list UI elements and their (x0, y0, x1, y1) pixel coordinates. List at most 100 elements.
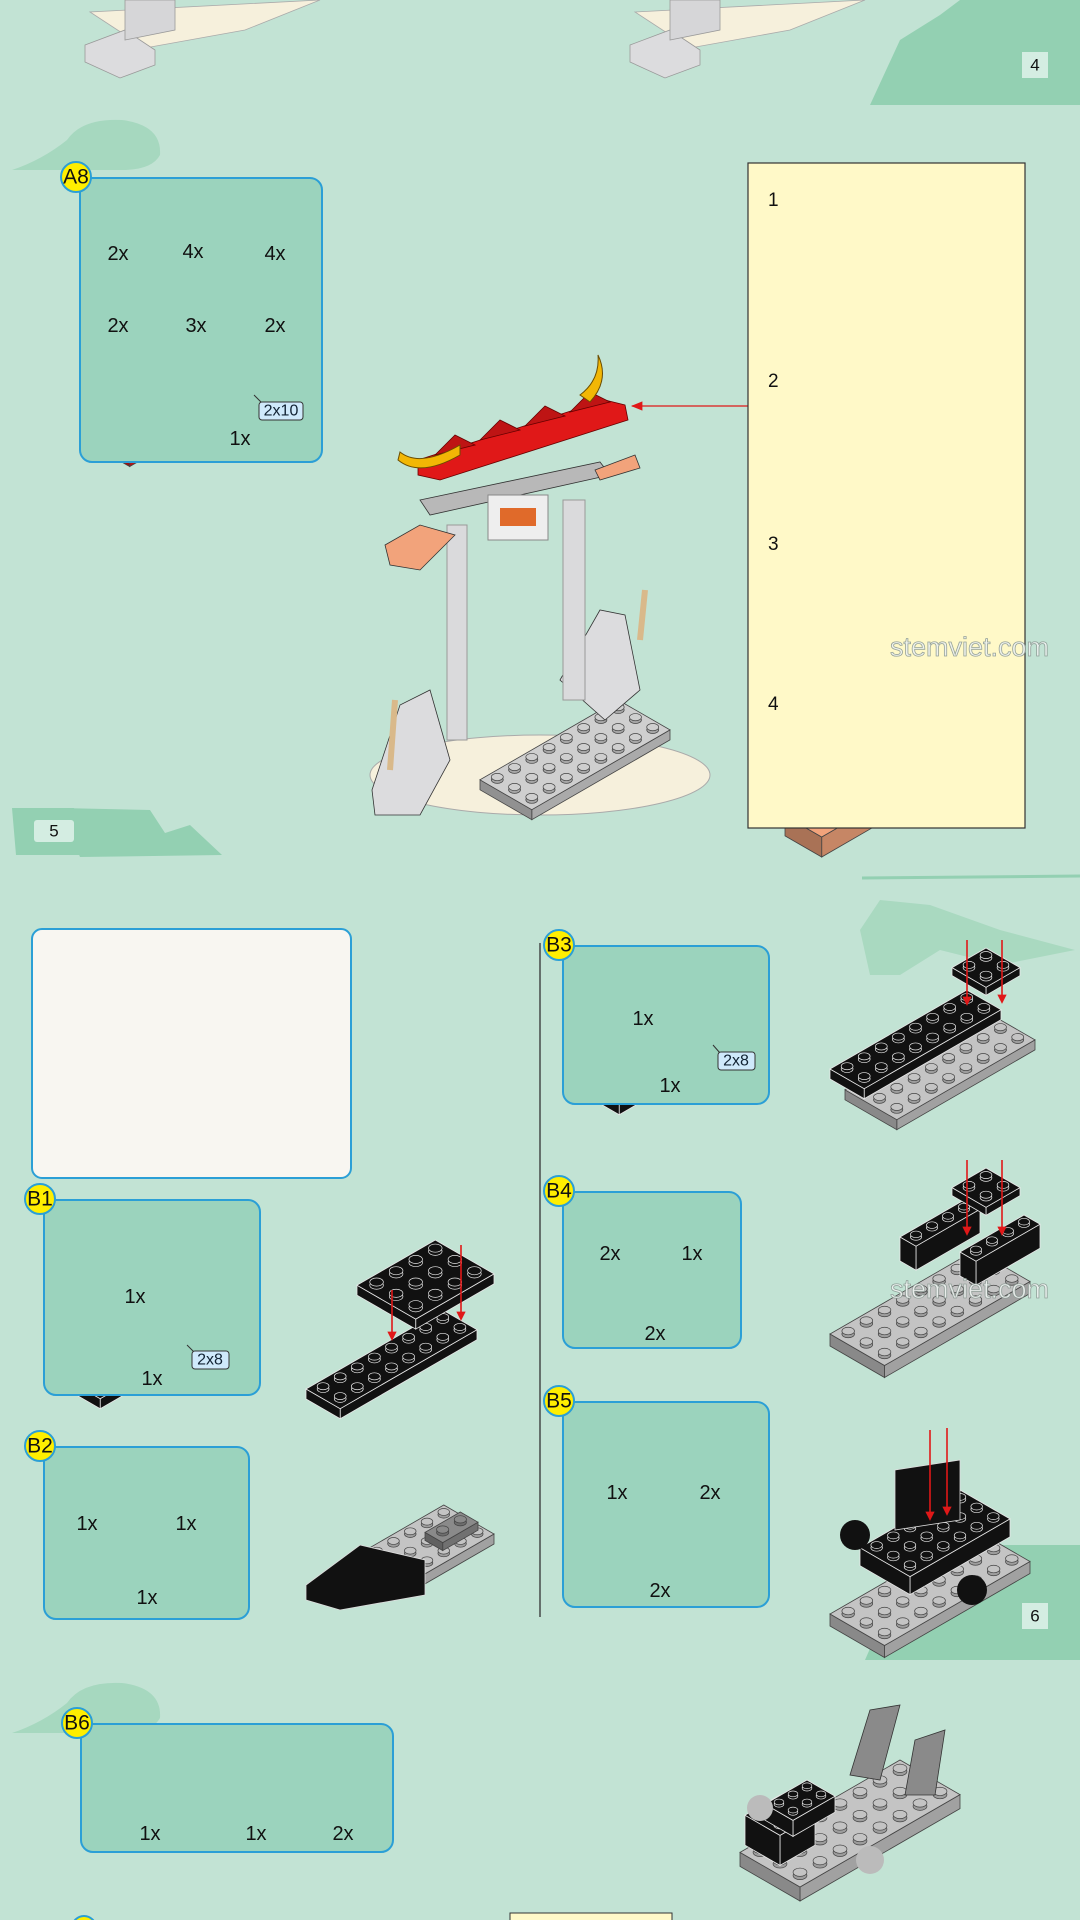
watermark: stemviet.com (890, 632, 1049, 662)
stud (937, 1541, 950, 1549)
step-badge (61, 1707, 93, 1739)
tow-ball (957, 1575, 987, 1605)
stud (508, 783, 521, 791)
stud (542, 743, 556, 752)
page-number-text: 6 (1030, 1607, 1039, 1626)
page-number-text: 5 (49, 822, 58, 841)
plate-4x6 (356, 1239, 495, 1330)
stud (428, 1243, 443, 1253)
stud (389, 1266, 404, 1276)
stud (852, 1786, 868, 1796)
gate-torch (387, 589, 648, 771)
arrow-head (942, 1506, 952, 1516)
stud (812, 1856, 828, 1866)
stud (490, 773, 504, 781)
stud (840, 1062, 854, 1071)
stud (560, 733, 573, 742)
stud (962, 960, 976, 969)
gate-pillar (124, 0, 176, 41)
stud (453, 1515, 467, 1524)
stud (875, 1062, 888, 1071)
step-b2-labels: 1x 1x 1x (76, 1513, 196, 1609)
arrow-head (997, 994, 1007, 1004)
stud (773, 1798, 785, 1806)
parts-box-frame (562, 1191, 742, 1349)
size-tag-text: 2x8 (723, 1053, 749, 1070)
brick-1x4 (959, 1214, 1041, 1286)
page-number-text: 4 (1030, 56, 1039, 75)
size-tag-text: 2x10 (264, 403, 299, 420)
next-panel-edge (509, 1912, 673, 1920)
stud (892, 1032, 905, 1041)
stud (877, 1627, 892, 1637)
part-qty: 1x (632, 1008, 653, 1030)
step-badge-label: A8 (63, 166, 89, 189)
stud (420, 1517, 434, 1526)
stud (408, 1277, 423, 1287)
stud (857, 1052, 871, 1061)
gate-end-piece (384, 524, 456, 571)
step-badge (543, 929, 575, 961)
stud (316, 1382, 330, 1391)
stud (594, 753, 608, 761)
stud (907, 1073, 921, 1081)
stud (859, 1617, 874, 1626)
brick-top (764, 1779, 836, 1821)
stud (436, 1525, 450, 1534)
stud (979, 970, 993, 979)
stud (890, 1083, 904, 1091)
stud (968, 1295, 983, 1304)
gate-end-piece (594, 454, 641, 481)
stud (979, 1190, 993, 1199)
part-qty: 1x (136, 1587, 157, 1609)
bracket (894, 1459, 961, 1531)
part-qty: 2x (264, 315, 285, 337)
gate-pillar (446, 524, 468, 741)
parts-box-b6: B6 (61, 1707, 394, 1853)
stud (611, 743, 625, 752)
stud (896, 1295, 910, 1304)
stud (542, 783, 556, 791)
stud (787, 1790, 799, 1798)
step-b1-labels: 1x 1x (124, 1286, 162, 1390)
stud (926, 1032, 939, 1041)
part-qty: 2x (599, 1243, 620, 1265)
stud (962, 1180, 976, 1189)
stud (351, 1362, 364, 1371)
stud (841, 1606, 855, 1616)
stud (979, 1171, 993, 1179)
stud (910, 1230, 922, 1239)
stud (447, 1255, 462, 1264)
stud (832, 1821, 848, 1831)
stud (577, 743, 590, 752)
stud (892, 1052, 905, 1061)
stud (368, 1352, 381, 1361)
step-badge (24, 1430, 56, 1462)
stud (872, 1798, 888, 1808)
stud (892, 1809, 908, 1820)
stud (959, 1063, 973, 1071)
finished-model-box (31, 928, 352, 1179)
stud (890, 1102, 904, 1111)
part-qty: 1x (245, 1823, 266, 1845)
stud (953, 1531, 967, 1540)
parts-box-b1: B1 (24, 1183, 261, 1396)
stud (932, 1295, 946, 1304)
stud (896, 1337, 910, 1346)
stud (629, 713, 642, 722)
sub-step-number: 2 (768, 371, 779, 392)
part-qty: 2x (332, 1823, 353, 1845)
stud (467, 1266, 482, 1276)
stud (950, 1305, 964, 1315)
part-qty: 1x (124, 1286, 145, 1308)
stud (987, 1512, 1000, 1520)
stud (646, 723, 660, 732)
stud (577, 763, 590, 771)
page-number-5: 5 (34, 820, 74, 842)
parts-box-b5: B5 (543, 1385, 770, 1608)
page-tab-decoration (60, 808, 222, 857)
part-qty: 1x (141, 1368, 162, 1390)
part-qty: 1x (681, 1243, 702, 1265)
parts-box-b3: B3 (543, 929, 770, 1105)
stud (877, 1326, 892, 1336)
